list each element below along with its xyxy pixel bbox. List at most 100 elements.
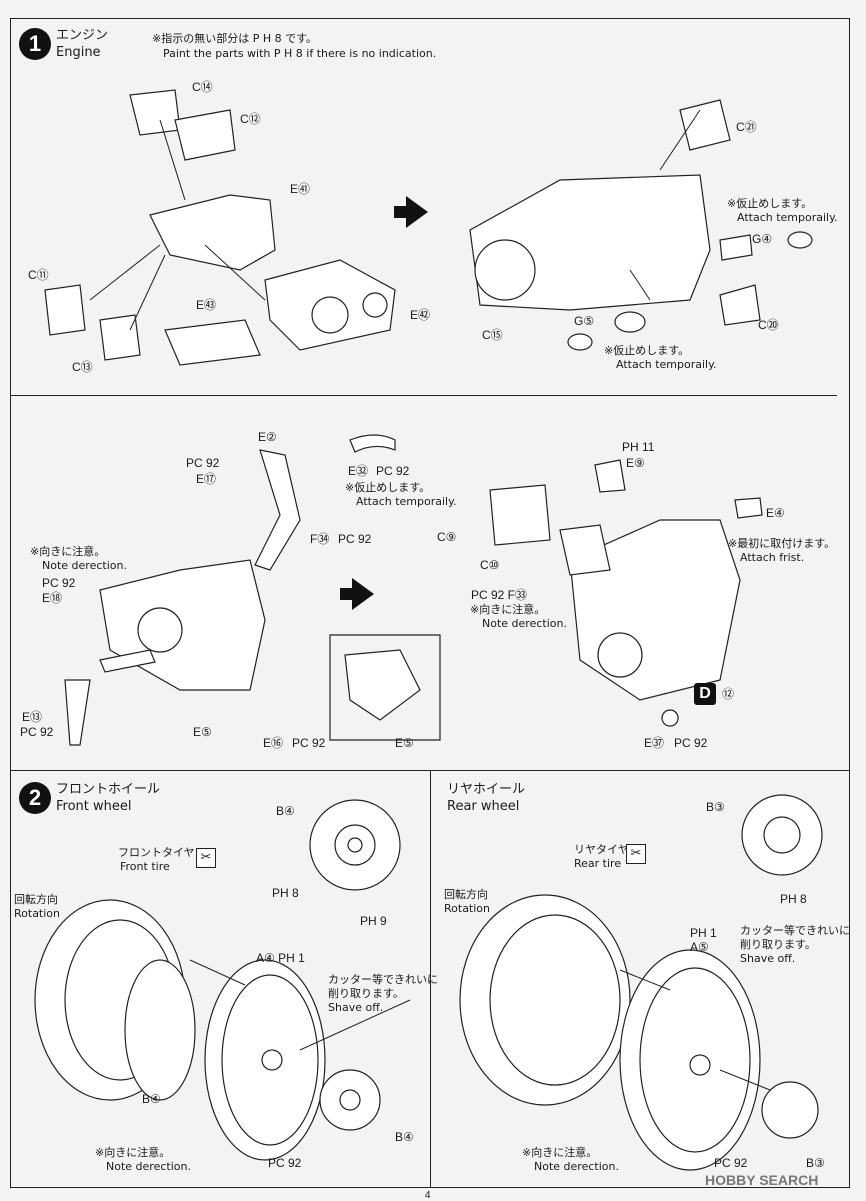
shave-note-jp: 削り取ります。 [328, 987, 404, 1000]
paint-label: PH 9 [360, 914, 387, 928]
part-label: E⑱ [42, 591, 63, 605]
part-label: F㉞ [310, 532, 330, 546]
section-divider [430, 770, 431, 1188]
note-jp: ※仮止めします。 [727, 197, 813, 210]
part-label: E⑯ [263, 736, 284, 750]
note-jp: ※向きに注意。 [522, 1146, 598, 1159]
paint-label: PC 92 [268, 1156, 302, 1170]
part-label: E㊷ [410, 308, 431, 322]
step-number: 2 [19, 782, 51, 814]
front-tire-en: Front tire [120, 860, 170, 873]
part-label: C⑪ [28, 268, 49, 282]
rotation-en: Rotation [14, 907, 61, 920]
part-label: C⑨ [437, 530, 457, 544]
shave-note-jp: 削り取ります。 [740, 938, 816, 951]
part-label: A⑤ [690, 940, 709, 954]
shave-note-jp: カッター等できれいに [328, 973, 438, 986]
paint-note-jp: ※指示の無い部分は P H 8 です。 [152, 32, 318, 45]
engine-part [129, 89, 181, 136]
rear-tire-en: Rear tire [574, 857, 622, 870]
part-label: G④ [752, 232, 773, 246]
note-en: Attach temporaily. [356, 495, 457, 508]
note-en: Attach temporaily. [616, 358, 717, 371]
cutter-tool-icon: ✂ [626, 844, 646, 864]
paint-label: PH 1 [690, 926, 717, 940]
part-label: E㊲ [644, 736, 665, 750]
subassembly-d-badge: D [694, 683, 716, 705]
paint-label: PC 92 [674, 736, 708, 750]
paint-label: PH 8 [780, 892, 807, 906]
section-divider [10, 395, 837, 396]
part-label: C⑩ [480, 558, 500, 572]
rotation-jp: 回転方向 [444, 888, 488, 901]
note-jp: ※仮止めします。 [604, 344, 690, 357]
rear-wheel-title-en: Rear wheel [447, 799, 520, 814]
part-label: PC 92 F㉝ [471, 588, 528, 602]
part-label: C⑳ [758, 318, 779, 332]
front-wheel-title-jp: フロントホイール [56, 782, 161, 797]
part-label: A④ PH 1 [256, 951, 305, 965]
part-label: B④ [395, 1130, 414, 1144]
shave-note-jp: カッター等できれいに [740, 924, 850, 937]
paint-label: PH 8 [272, 886, 299, 900]
part-label: E⑨ [626, 456, 645, 470]
rear-wheel-title-jp: リヤホイール [447, 782, 526, 797]
part-label: C⑬ [72, 360, 93, 374]
part-label: E㉜ [348, 464, 369, 478]
step-title-en: Engine [56, 45, 101, 60]
paint-note-en: Paint the parts with P H 8 if there is n… [163, 47, 437, 60]
note-jp: ※向きに注意。 [470, 603, 546, 616]
note-en: Note derection. [534, 1160, 619, 1173]
part-label: C⑭ [192, 80, 213, 94]
paint-label: PC 92 [186, 456, 220, 470]
step-number: 1 [19, 28, 51, 60]
note-en: Note derection. [482, 617, 567, 630]
note-en: Attach frist. [740, 551, 805, 564]
rotation-en: Rotation [444, 902, 491, 915]
note-jp: ※最初に取付けます。 [728, 537, 836, 550]
front-wheel-title-en: Front wheel [56, 799, 132, 814]
paint-label: PC 92 [376, 464, 410, 478]
part-label: E⑤ [395, 736, 414, 750]
part-label: B③ [806, 1156, 825, 1170]
rear-tire-jp: リヤタイヤ [574, 843, 629, 856]
part-label: C⑫ [240, 112, 261, 126]
part-label: B③ [706, 800, 725, 814]
cutter-tool-icon: ✂ [196, 848, 216, 868]
part-label: B④ [142, 1092, 161, 1106]
note-jp: ※向きに注意。 [95, 1146, 171, 1159]
watermark: HOBBY SEARCH [705, 1172, 819, 1188]
part-label: E⑰ [196, 472, 217, 486]
paint-label: PC 92 [292, 736, 326, 750]
note-jp: ※仮止めします。 [345, 481, 431, 494]
note-en: Attach temporaily. [737, 211, 838, 224]
part-label: E⑤ [193, 725, 212, 739]
part-label: G⑤ [574, 314, 595, 328]
next-arrow [340, 578, 374, 610]
part-label: E② [258, 430, 277, 444]
paint-label: PC 92 [42, 576, 76, 590]
rotation-jp: 回転方向 [14, 893, 58, 906]
part-label: C⑮ [482, 328, 503, 342]
note-jp: ※向きに注意。 [30, 545, 106, 558]
part-label: B④ [276, 804, 295, 818]
paint-label: PC 92 [20, 725, 54, 739]
paint-label: PH 11 [622, 440, 655, 454]
shave-note-en: Shave off. [328, 1001, 384, 1014]
paint-label: PC 92 [714, 1156, 748, 1170]
page-number: 4 [425, 1190, 431, 1201]
part-label: E㊸ [196, 298, 217, 312]
part-label: E㊶ [290, 182, 311, 196]
note-en: Note derection. [42, 559, 127, 572]
next-arrow [394, 196, 428, 228]
engine-block-part [149, 194, 276, 271]
note-en: Note derection. [106, 1160, 191, 1173]
step-title-jp: エンジン [56, 28, 109, 43]
shave-note-en: Shave off. [740, 952, 796, 965]
part-label: ⑫ [722, 687, 735, 701]
part-label: C㉑ [736, 120, 757, 134]
front-tire-jp: フロントタイヤ [118, 846, 195, 859]
part-label: E④ [766, 506, 785, 520]
paint-label: PC 92 [338, 532, 372, 546]
